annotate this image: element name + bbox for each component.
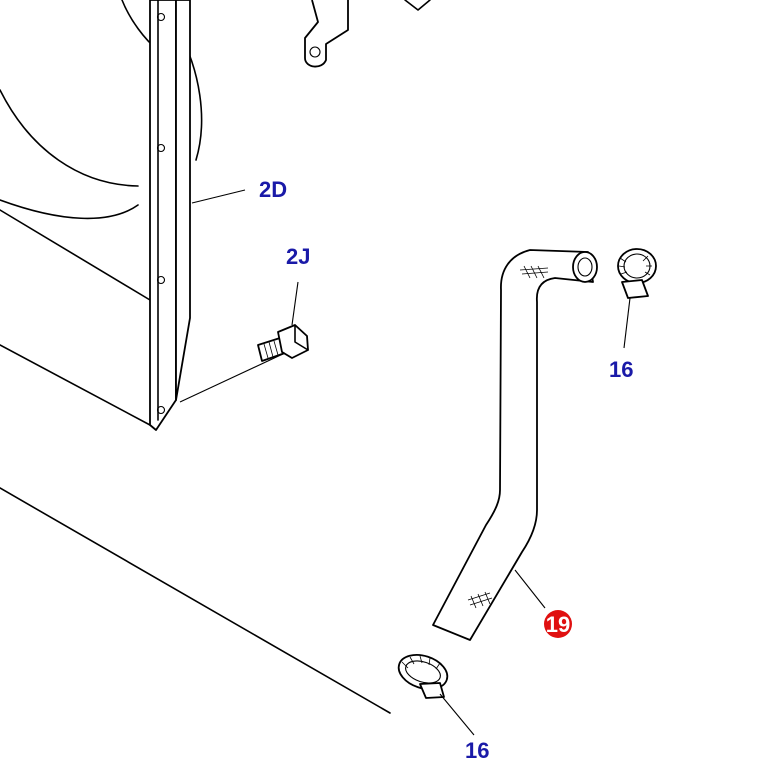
callout-19-badge: 19: [544, 610, 572, 638]
callout-19: 19: [546, 612, 570, 637]
top-bracket: [304, 0, 431, 68]
callout-16-upper: 16: [609, 357, 633, 382]
bolt: [257, 324, 309, 362]
hose-clamp-lower: [397, 654, 449, 699]
hose: [432, 249, 598, 641]
bracket-panel: [149, 0, 191, 431]
leader-lines: [179, 189, 631, 736]
radiator-assembly: [0, 0, 391, 714]
callout-16-lower: 16: [465, 738, 489, 763]
hose-clamp-upper: [617, 248, 657, 299]
callout-2d: 2D: [259, 177, 287, 202]
callout-2j: 2J: [286, 244, 310, 269]
